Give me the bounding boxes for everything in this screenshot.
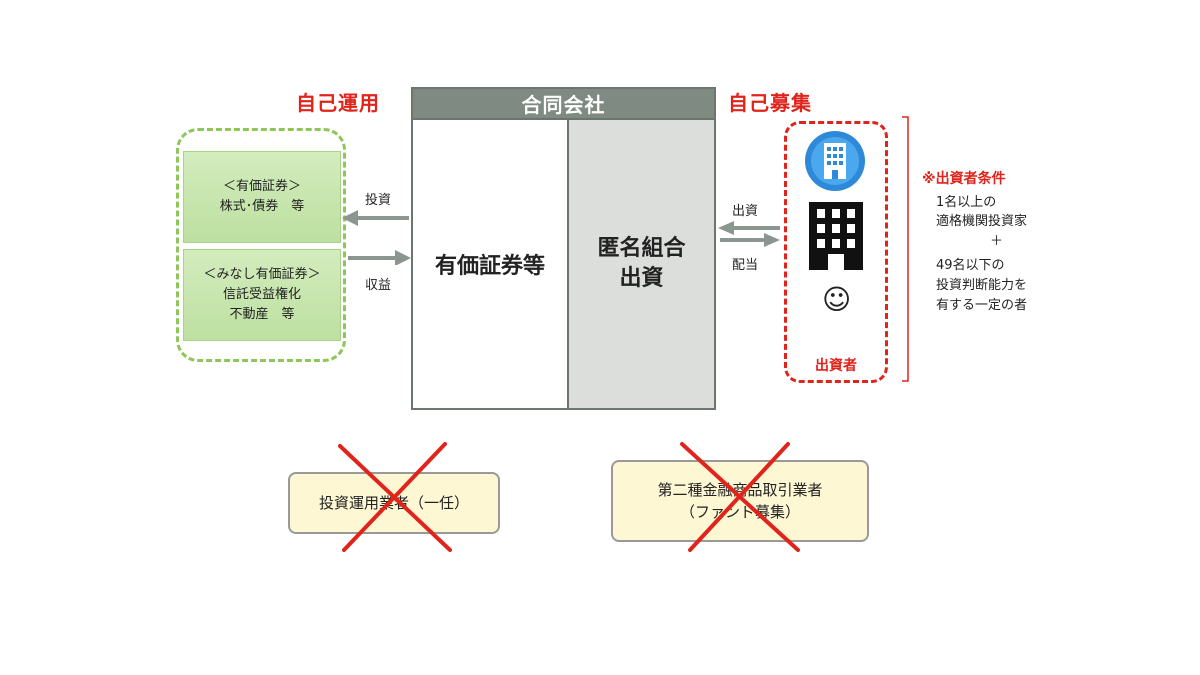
cross-mark-type2-dealer (680, 442, 800, 552)
fund-solicitation-label: （ファンド募集） (679, 503, 800, 521)
cross-mark-investment-manager (338, 442, 452, 552)
investment-arrow (718, 221, 780, 235)
self-solicitation-title: 自己募集 (728, 91, 812, 115)
investment-manager-label: 投資運用業者（一任） (318, 494, 469, 512)
investor-label: 出資者 (815, 358, 857, 374)
deemed-securities-detail-1: 信託受益権化 (222, 287, 301, 302)
anonymous-partnership-line2: 出資 (619, 266, 664, 291)
deemed-securities-heading: ＜みなし有価証券＞ (203, 267, 321, 282)
office-building-icon (809, 202, 863, 270)
deemed-securities-detail-2: 不動産 等 (229, 307, 295, 322)
condition-line-5: 有する一定の者 (936, 298, 1028, 313)
asset-group-frame (176, 128, 346, 362)
securities-holdings: 有価証券等 (411, 118, 569, 410)
condition-bracket (902, 116, 909, 382)
securities-box-detail: 株式･債券 等 (219, 199, 305, 214)
securities-box-heading: ＜有価証券＞ (222, 179, 301, 194)
return-arrow (348, 250, 411, 265)
investor-group-frame (784, 121, 888, 383)
condition-line-2: 適格機関投資家 (936, 214, 1028, 229)
type2-dealer-box: 第二種金融商品取引業者 （ファンド募集） (611, 460, 869, 542)
dividend-label: 配当 (732, 258, 759, 273)
type2-dealer-label: 第二種金融商品取引業者 (657, 481, 823, 499)
securities-box: ＜有価証券＞ 株式･債券 等 (183, 151, 341, 243)
right-arrows (718, 221, 780, 247)
institution-building-icon (805, 131, 865, 191)
investment-manager-box: 投資運用業者（一任） (288, 472, 500, 534)
investment-label: 出資 (732, 204, 759, 219)
anonymous-partnership-line1: 匿名組合 (597, 236, 686, 261)
dividend-arrow (720, 233, 780, 247)
condition-line-4: 投資判断能力を (936, 278, 1028, 293)
self-operation-title: 自己運用 (296, 91, 380, 115)
condition-plus: ＋ (990, 234, 1004, 249)
deemed-securities-box: ＜みなし有価証券＞ 信託受益権化 不動産 等 (183, 249, 341, 341)
return-label: 収益 (365, 278, 392, 293)
smiley-face-icon: ☺ (822, 283, 852, 316)
condition-line-3: 49名以下の (936, 258, 1005, 273)
company-header: 合同会社 (411, 87, 716, 120)
invest-arrow (342, 210, 409, 226)
condition-line-1: 1名以上の (936, 195, 997, 210)
investor-conditions-title: ※出資者条件 (922, 171, 1006, 187)
invest-label: 投資 (365, 193, 392, 208)
left-arrows (342, 210, 411, 265)
anonymous-partnership: 匿名組合 出資 (567, 118, 716, 410)
